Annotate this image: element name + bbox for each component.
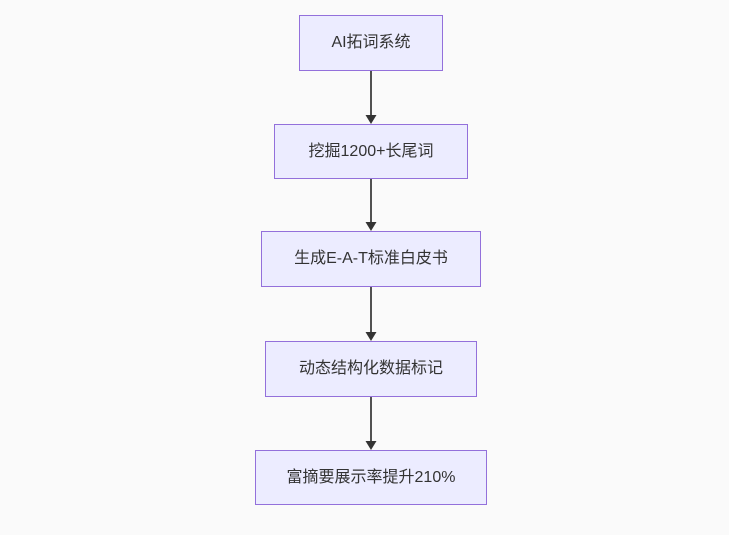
flow-node-longtail-mining: 挖掘1200+长尾词 — [274, 124, 468, 179]
flow-node-label: 生成E-A-T标准白皮书 — [294, 250, 448, 268]
flow-arrow-1 — [365, 71, 377, 124]
flow-arrow-3 — [365, 287, 377, 341]
flow-arrow-2 — [365, 179, 377, 231]
flow-node-label: 动态结构化数据标记 — [298, 360, 443, 378]
flow-node-rich-snippet-result: 富摘要展示率提升210% — [255, 450, 487, 505]
flow-node-label: 挖掘1200+长尾词 — [308, 142, 434, 160]
flow-node-label: 富摘要展示率提升210% — [286, 468, 456, 486]
flow-node-structured-data-markup: 动态结构化数据标记 — [265, 341, 477, 397]
flow-node-eat-whitepaper: 生成E-A-T标准白皮书 — [261, 231, 481, 287]
flow-arrow-4 — [365, 397, 377, 450]
flow-node-label: AI拓词系统 — [331, 34, 411, 52]
flow-node-ai-keyword-system: AI拓词系统 — [299, 15, 443, 71]
